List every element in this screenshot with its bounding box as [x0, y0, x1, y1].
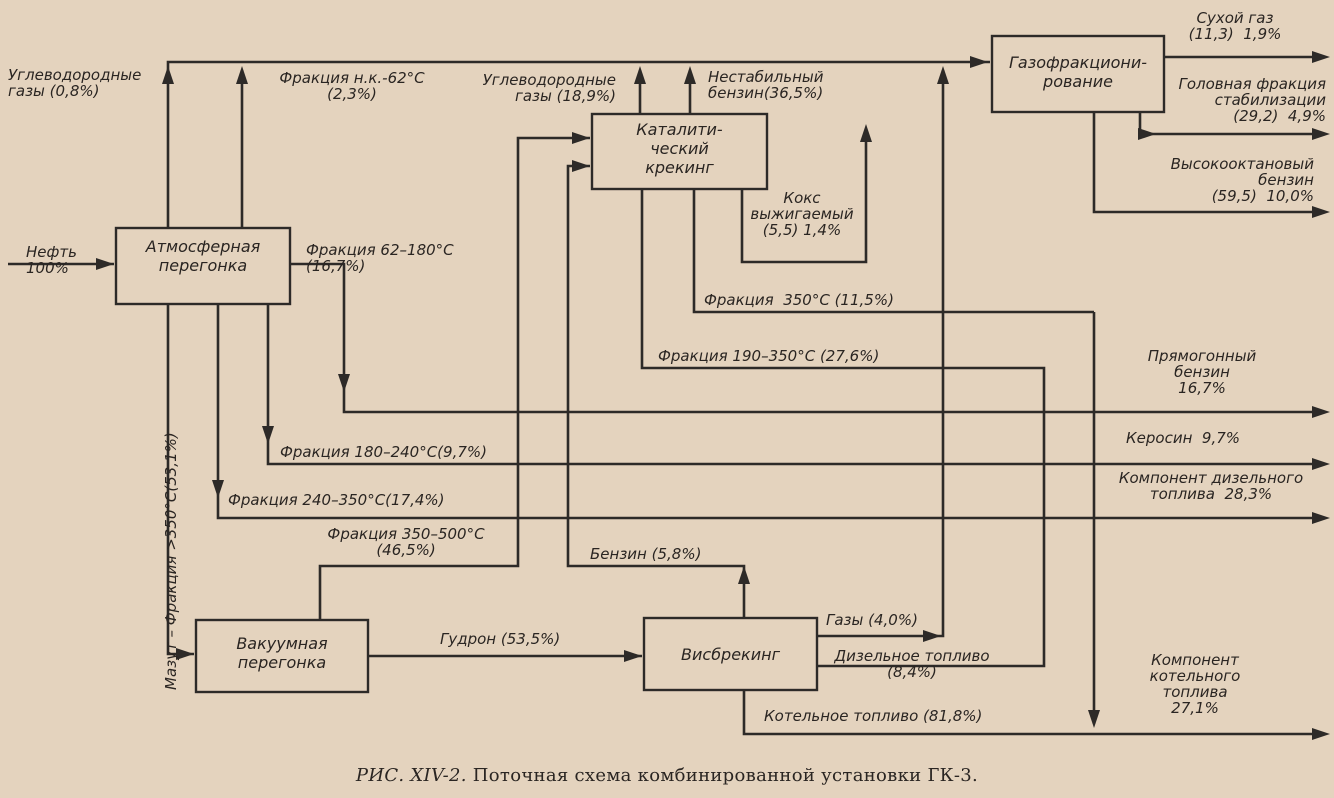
gas-collector-line: [166, 60, 990, 228]
figure-number: РИС. XIV-2.: [355, 765, 467, 786]
boiler-component-label: Компонент котельного топлива 27,1%: [1149, 651, 1241, 717]
boiler-fuel-line: [742, 690, 1316, 736]
figure-title: Поточная схема комбинированной установки…: [472, 765, 979, 786]
figure-caption: РИС. XIV-2. Поточная схема комбинированн…: [0, 765, 1334, 786]
coke-line: [740, 132, 868, 264]
frac-240-350-line: [216, 304, 1316, 520]
hydrocarbon-gases-atm-label: Углеводородные газы (0,8%): [8, 66, 142, 100]
vacuum-distillation-label: Вакуумная перегонка: [236, 634, 328, 672]
kerosene-label: Керосин 9,7%: [1126, 429, 1241, 447]
straight-run-gasoline-label: Прямогонный бензин 16,7%: [1147, 347, 1257, 397]
diesel-component-label: Компонент дизельного топлива 28,3%: [1118, 469, 1304, 503]
gas-fractionation-label: Газофракциони- рование: [1008, 53, 1148, 91]
atmospheric-distillation-label: Атмосферная перегонка: [145, 237, 261, 275]
high-octane-label: Высокооктановый бензин (59,5) 10,0%: [1170, 155, 1314, 205]
frac-350-cat-label: Фракция 350°С (11,5%): [704, 291, 894, 309]
visbreaking-diesel-label: Дизельное топливо (8,4%): [834, 647, 990, 681]
coke-label: Кокс выжигаемый (5,5) 1,4%: [750, 189, 854, 239]
frac-350-500-line: [318, 136, 590, 620]
head-fraction-label: Головная фракция стабилизации (29,2) 4,9…: [1178, 75, 1326, 125]
frac-62-180-line: [290, 262, 1316, 414]
frac-62-180-label: Фракция 62–180°С (16,7%): [306, 241, 454, 275]
visbreaking-gas-line: [817, 70, 945, 638]
visbreaking-gasoline-label: Бензин (5,8%): [590, 545, 702, 563]
frac-240-350-label: Фракция 240–350°С(17,4%): [228, 491, 445, 509]
catalytic-cracking-label: Каталити- ческий крекинг: [636, 120, 723, 177]
frac-190-350-label: Фракция 190–350°С (27,6%): [658, 347, 880, 365]
frac-180-240-label: Фракция 180–240°С(9,7%): [280, 443, 487, 461]
unstable-gasoline-label: Нестабильный бензин(36,5%): [708, 68, 824, 102]
high-octane-line: [1092, 112, 1316, 214]
arrowheads: [96, 51, 1330, 740]
dry-gas-label: Сухой газ (11,3) 1,9%: [1188, 9, 1282, 43]
visbreaking-boiler-label: Котельное топливо (81,8%): [764, 707, 983, 725]
ibp-62-label: Фракция н.к.-62°С (2,3%): [279, 69, 425, 103]
catalytic-cracking-box: [590, 112, 769, 191]
gas-fractionation-box: [990, 34, 1166, 114]
hydrocarbon-gases-cat-label: Углеводородные газы (18,9%): [482, 71, 616, 105]
visbreaking-label: Висбрекинг: [681, 645, 780, 664]
feed-label: Нефть 100%: [26, 243, 77, 277]
frac-190-350-line: [640, 189, 1046, 668]
frac-350-cat-line: [692, 189, 1094, 314]
atmospheric-distillation-box: [114, 226, 292, 306]
visbreaking-gases-label: Газы (4,0%): [826, 611, 918, 629]
frac-350-500-label: Фракция 350–500°С (46,5%): [327, 525, 485, 559]
tar-label: Гудрон (53,5%): [440, 630, 561, 648]
frac-180-240-line: [266, 304, 1316, 466]
mazut-label: Мазут – Фракция >350°С(53,1%): [162, 432, 180, 690]
visbreaking-box: [642, 616, 819, 692]
